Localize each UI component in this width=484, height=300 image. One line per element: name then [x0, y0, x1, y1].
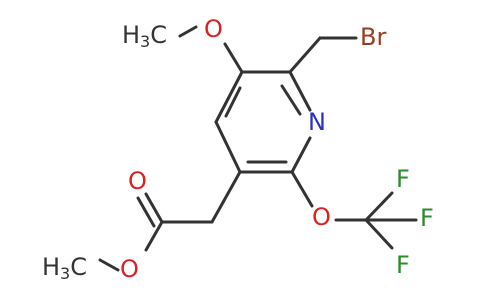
- bond-n-c6: [290, 136, 312, 174]
- atom-labels: H3C O Br N O O H3C O F F F: [42, 15, 434, 283]
- fluorine-3-label: F: [396, 251, 410, 279]
- bond-c4-c5: [214, 120, 242, 174]
- bond-c3-c4-inner: [224, 86, 242, 118]
- bond-co-o-double-b: [136, 196, 156, 228]
- bond-c2-n: [288, 70, 312, 112]
- bond-co-o-single: [144, 220, 164, 252]
- bond-ch3-o: [178, 25, 198, 38]
- bond-c2-n-inner: [280, 84, 302, 116]
- ester-ch3-label: H3C: [42, 253, 87, 283]
- bond-o-c3-top: [223, 42, 244, 74]
- bond-co-o-double-a: [144, 192, 164, 224]
- methoxy-o-label: O: [204, 15, 223, 43]
- ester-carbonyl-o-label: O: [128, 167, 147, 195]
- bond-cf3-f3: [364, 218, 394, 250]
- bonds: [98, 25, 418, 272]
- bond-c6-o: [290, 170, 314, 208]
- bond-cf3-f1: [364, 191, 394, 222]
- bond-c2-ch2: [288, 36, 322, 74]
- fluorine-2-label: F: [420, 204, 434, 232]
- bond-c5-ch2: [210, 170, 242, 224]
- ring-n-label: N: [308, 108, 326, 136]
- bromo-label: Br: [360, 23, 386, 51]
- ocf3-o-label: O: [312, 203, 331, 231]
- bond-o-ch3: [98, 258, 120, 272]
- methoxy-ch3-label: H3C: [122, 21, 167, 51]
- ester-o-label: O: [120, 255, 139, 283]
- fluorine-1-label: F: [396, 165, 410, 193]
- bond-c3-c4: [214, 70, 244, 124]
